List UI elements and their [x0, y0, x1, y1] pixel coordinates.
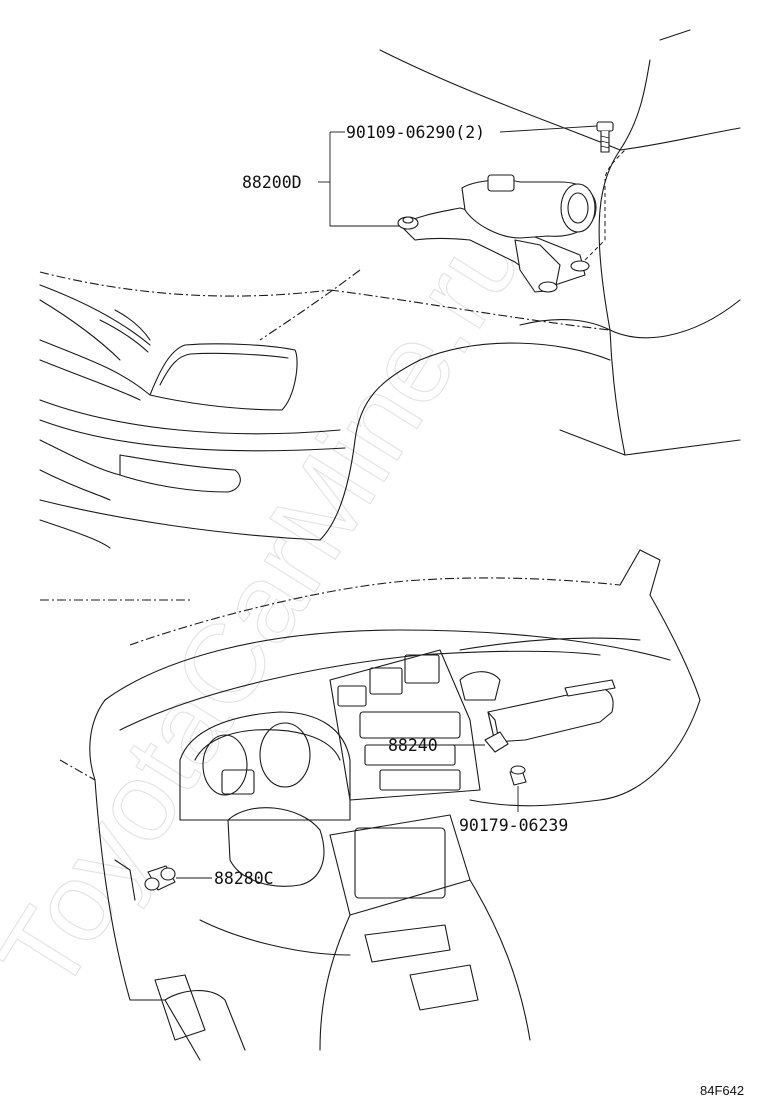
part-label-sensor: 88280C — [214, 869, 274, 888]
part-label-nut: 90179-06239 — [459, 816, 568, 835]
part-label-wiper-motor: 88200D — [242, 173, 302, 192]
diagram-code: 84F642 — [700, 1083, 744, 1098]
part-label-bolt: 90109-06290(2) — [346, 123, 485, 142]
nut-icon — [509, 765, 527, 786]
amplifier-part — [484, 679, 616, 753]
dashboard-illustration — [40, 549, 701, 1061]
car-front-illustration — [39, 29, 741, 549]
wiper-motor-assembly — [397, 149, 626, 293]
sensor-part — [144, 865, 176, 891]
watermark: ToyotaCarMine.ru — [0, 197, 549, 1013]
bolt-icon — [596, 121, 614, 153]
part-label-amplifier: 88240 — [388, 736, 438, 755]
